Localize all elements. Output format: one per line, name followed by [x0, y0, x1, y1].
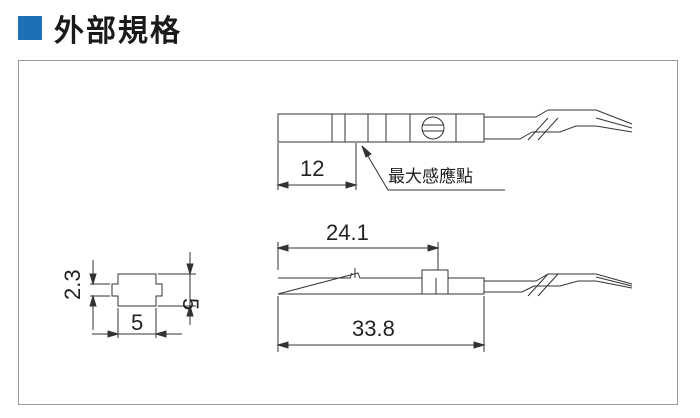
top-view: 12 最大感應點 [276, 109, 633, 191]
end-dimension-width-5: 5 [131, 310, 143, 335]
top-dimension-12: 12 [300, 156, 324, 181]
header-square-icon [18, 16, 42, 40]
page-title: 外部規格 [54, 14, 182, 49]
side-view: 24.1 33.8 [276, 220, 633, 352]
sensing-point-label: 最大感應點 [388, 166, 473, 187]
end-dimension-2-3: 2.3 [60, 269, 85, 300]
top-view-body [277, 113, 485, 143]
drawing-frame [18, 60, 678, 405]
end-view: 2.3 5 5 [60, 252, 203, 338]
side-dimension-33-8: 33.8 [352, 316, 395, 341]
side-dimension-24-1: 24.1 [326, 220, 369, 245]
screw-icon [421, 116, 445, 140]
end-dimension-height-5: 5 [178, 298, 203, 310]
section-header: 外部規格 [18, 8, 182, 49]
